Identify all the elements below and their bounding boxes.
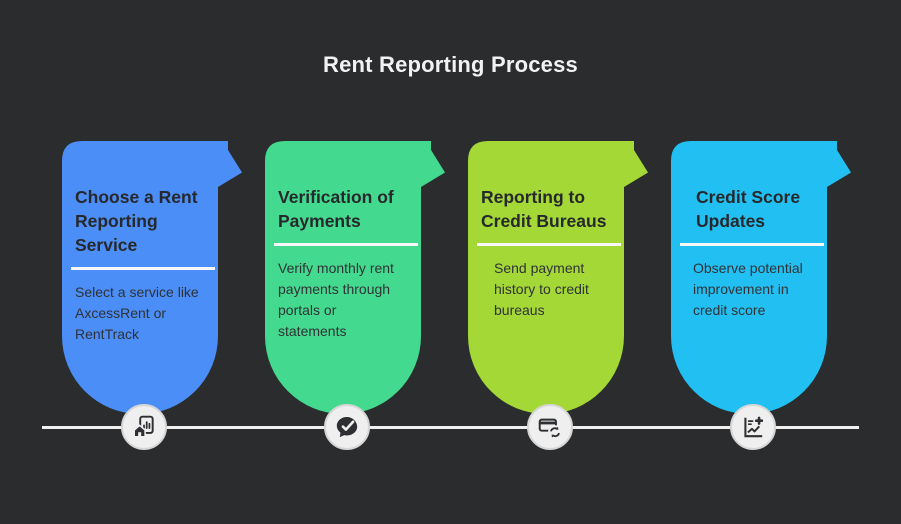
- home-report-icon: [133, 415, 154, 438]
- step-card-shape: [671, 141, 851, 414]
- timeline-node: [324, 404, 370, 450]
- title-divider: [477, 243, 621, 246]
- page-title: Rent Reporting Process: [322, 52, 578, 77]
- step-title: Choose a Rent Reporting Service: [75, 187, 198, 255]
- step-description: Select a service like AxcessRent or Rent…: [75, 283, 199, 342]
- title-divider: [71, 267, 215, 270]
- step-card-shape: [265, 141, 445, 414]
- card-background: [671, 141, 851, 414]
- step-verification: Verification of Payments Verify monthly …: [265, 0, 447, 524]
- chart-plus-icon: [744, 416, 764, 438]
- step-score-updates: Credit Score Updates Observe potential i…: [671, 0, 853, 524]
- timeline-node: [121, 404, 167, 450]
- step-content: Reporting to Credit Bureaus Send payment…: [477, 185, 623, 321]
- title-divider: [680, 243, 824, 246]
- chat-check-icon: [336, 417, 358, 438]
- step-description: Verify monthly rent payments through por…: [278, 259, 394, 339]
- card-sync-icon: [538, 418, 562, 440]
- title-divider: [274, 243, 418, 246]
- timeline-node: [527, 404, 573, 450]
- step-description: Send payment history to credit bureaus: [494, 259, 589, 318]
- step-description: Observe potential improvement in credit …: [693, 259, 803, 318]
- step-content: Choose a Rent Reporting Service Select a…: [71, 185, 217, 345]
- timeline-node: [730, 404, 776, 450]
- step-content: Verification of Payments Verify monthly …: [274, 185, 420, 342]
- step-card-shape: [62, 141, 242, 414]
- step-reporting: Reporting to Credit Bureaus Send payment…: [468, 0, 650, 524]
- card-background: [468, 141, 648, 414]
- step-title: Verification of Payments: [278, 187, 394, 231]
- card-background: [62, 141, 242, 414]
- step-choose-service: Choose a Rent Reporting Service Select a…: [62, 0, 244, 524]
- step-title: Reporting to Credit Bureaus: [481, 187, 607, 231]
- timeline-line: [42, 426, 859, 429]
- step-content: Credit Score Updates Observe potential i…: [680, 185, 826, 321]
- card-background: [265, 141, 445, 414]
- step-title: Credit Score Updates: [696, 187, 801, 231]
- step-card-shape: [468, 141, 648, 414]
